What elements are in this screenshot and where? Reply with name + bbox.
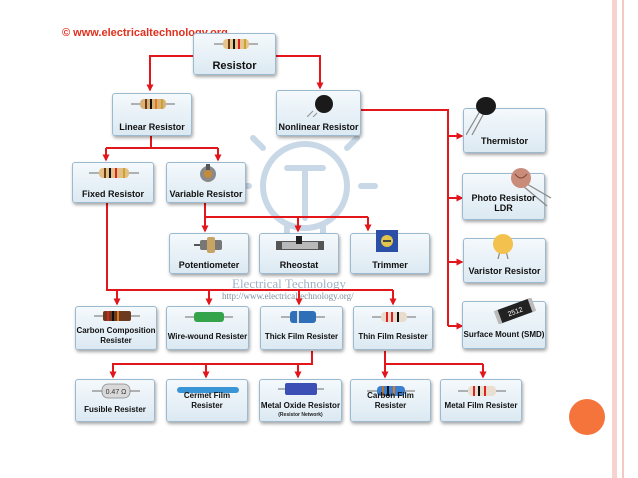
- label-thermistor: Thermistor: [480, 136, 528, 146]
- nonlinear-resistor-image: [307, 95, 333, 117]
- label-potentiometer: Potentiometer: [178, 260, 240, 270]
- carbon-film-image: [367, 386, 415, 396]
- linear-resistor-image: [131, 99, 175, 109]
- right-rail-outer: [612, 0, 617, 478]
- watermark-brand: Electrical Technology: [232, 276, 346, 291]
- label-photo-line1: Photo Resistor: [471, 193, 536, 203]
- node-nonlinear-resistor: Nonlinear Resistor: [276, 90, 361, 136]
- label-thin-film: Thin Film Resister: [358, 332, 428, 341]
- node-varistor: Varistor Resistor: [463, 234, 546, 283]
- photo-resistor-image: [511, 168, 552, 207]
- label-photo-line2: LDR: [494, 203, 513, 213]
- smd-marking: 2512: [507, 306, 524, 318]
- potentiometer-image: [194, 237, 222, 253]
- node-potentiometer: Potentiometer: [169, 233, 249, 274]
- node-fixed-resistor: Fixed Resistor: [72, 162, 154, 203]
- node-rheostat: Rheostat: [259, 233, 339, 274]
- label-nonlinear-resistor: Nonlinear Resistor: [278, 122, 359, 132]
- label-smd: Surface Mount (SMD): [463, 330, 545, 339]
- node-variable-resistor: Variable Resistor: [166, 162, 246, 203]
- node-linear-resistor: Linear Resistor: [112, 93, 192, 136]
- node-cermet-film: Cermet Film Resister: [166, 379, 248, 422]
- node-carbon-composition: Carbon Composition Resister: [75, 306, 157, 350]
- label-thick-film: Thick Film Resister: [264, 332, 339, 341]
- node-carbon-film: Carbon Film Resister: [350, 379, 431, 422]
- node-thermistor: Thermistor: [463, 97, 546, 153]
- accent-circle: [569, 399, 605, 435]
- node-thick-film: Thick Film Resister: [260, 306, 343, 350]
- node-smd: 2512 Surface Mount (SMD): [462, 298, 546, 349]
- label-metal-oxide-sub: (Resistor Network): [278, 412, 323, 418]
- fusible-marking: 0.47 Ω: [106, 389, 127, 396]
- wire-wound-image: [185, 312, 233, 322]
- label-trimmer: Trimmer: [372, 260, 408, 270]
- metal-oxide-image: [278, 383, 324, 395]
- label-carbon-film: Carbon Film Resister: [367, 391, 414, 410]
- variable-resistor-image: [200, 164, 216, 182]
- cermet-film-image: [177, 387, 239, 393]
- varistor-image: [493, 234, 513, 259]
- node-photo-resistor: Photo Resistor LDR: [462, 168, 552, 220]
- metal-film-image: [458, 386, 506, 396]
- label-photo-resistor: Photo Resistor LDR: [463, 193, 544, 213]
- label-cermet-film: Cermet Film Resister: [183, 391, 231, 410]
- node-resistor: Resistor: [193, 33, 276, 75]
- node-trimmer: Trimmer: [350, 230, 430, 274]
- label-resistor: Resistor: [212, 60, 257, 72]
- resistor-image: [214, 39, 258, 49]
- label-linear-resistor: Linear Resistor: [119, 122, 185, 132]
- label-fixed-resistor: Fixed Resistor: [81, 189, 145, 199]
- watermark-url: http://www.electricaltechnology.org/: [222, 291, 354, 301]
- watermark-top: © www.electricaltechnology.org: [62, 27, 228, 39]
- label-metal-oxide: Metal Oxide Resistor: [260, 401, 341, 410]
- label-carbon-composition: Carbon Composition Resister: [76, 326, 156, 345]
- node-metal-oxide: Metal Oxide Resistor (Resistor Network): [259, 379, 342, 422]
- fusible-image: 0.47 Ω: [92, 383, 140, 399]
- thin-film-image: [372, 312, 416, 322]
- node-wire-wound: Wire-wound Resister: [166, 306, 249, 350]
- node-fusible: 0.47 Ω Fusible Resister: [75, 379, 155, 422]
- thermistor-image: [466, 97, 496, 135]
- trimmer-image: [376, 230, 398, 252]
- label-variable-resistor: Variable Resistor: [169, 189, 243, 199]
- rheostat-image: [276, 236, 324, 250]
- node-metal-film: Metal Film Resister: [440, 379, 522, 422]
- smd-image: 2512: [493, 298, 537, 324]
- node-thin-film: Thin Film Resister: [353, 306, 433, 350]
- fixed-resistor-image: [89, 168, 139, 178]
- label-fusible: Fusible Resister: [84, 405, 146, 414]
- right-rail-inner: [622, 0, 624, 478]
- label-varistor: Varistor Resistor: [468, 266, 541, 276]
- thick-film-image: [281, 311, 325, 323]
- label-rheostat: Rheostat: [279, 260, 319, 270]
- label-wire-wound: Wire-wound Resister: [167, 332, 248, 341]
- label-metal-film: Metal Film Resister: [444, 401, 518, 410]
- carbon-composition-image: [94, 311, 140, 321]
